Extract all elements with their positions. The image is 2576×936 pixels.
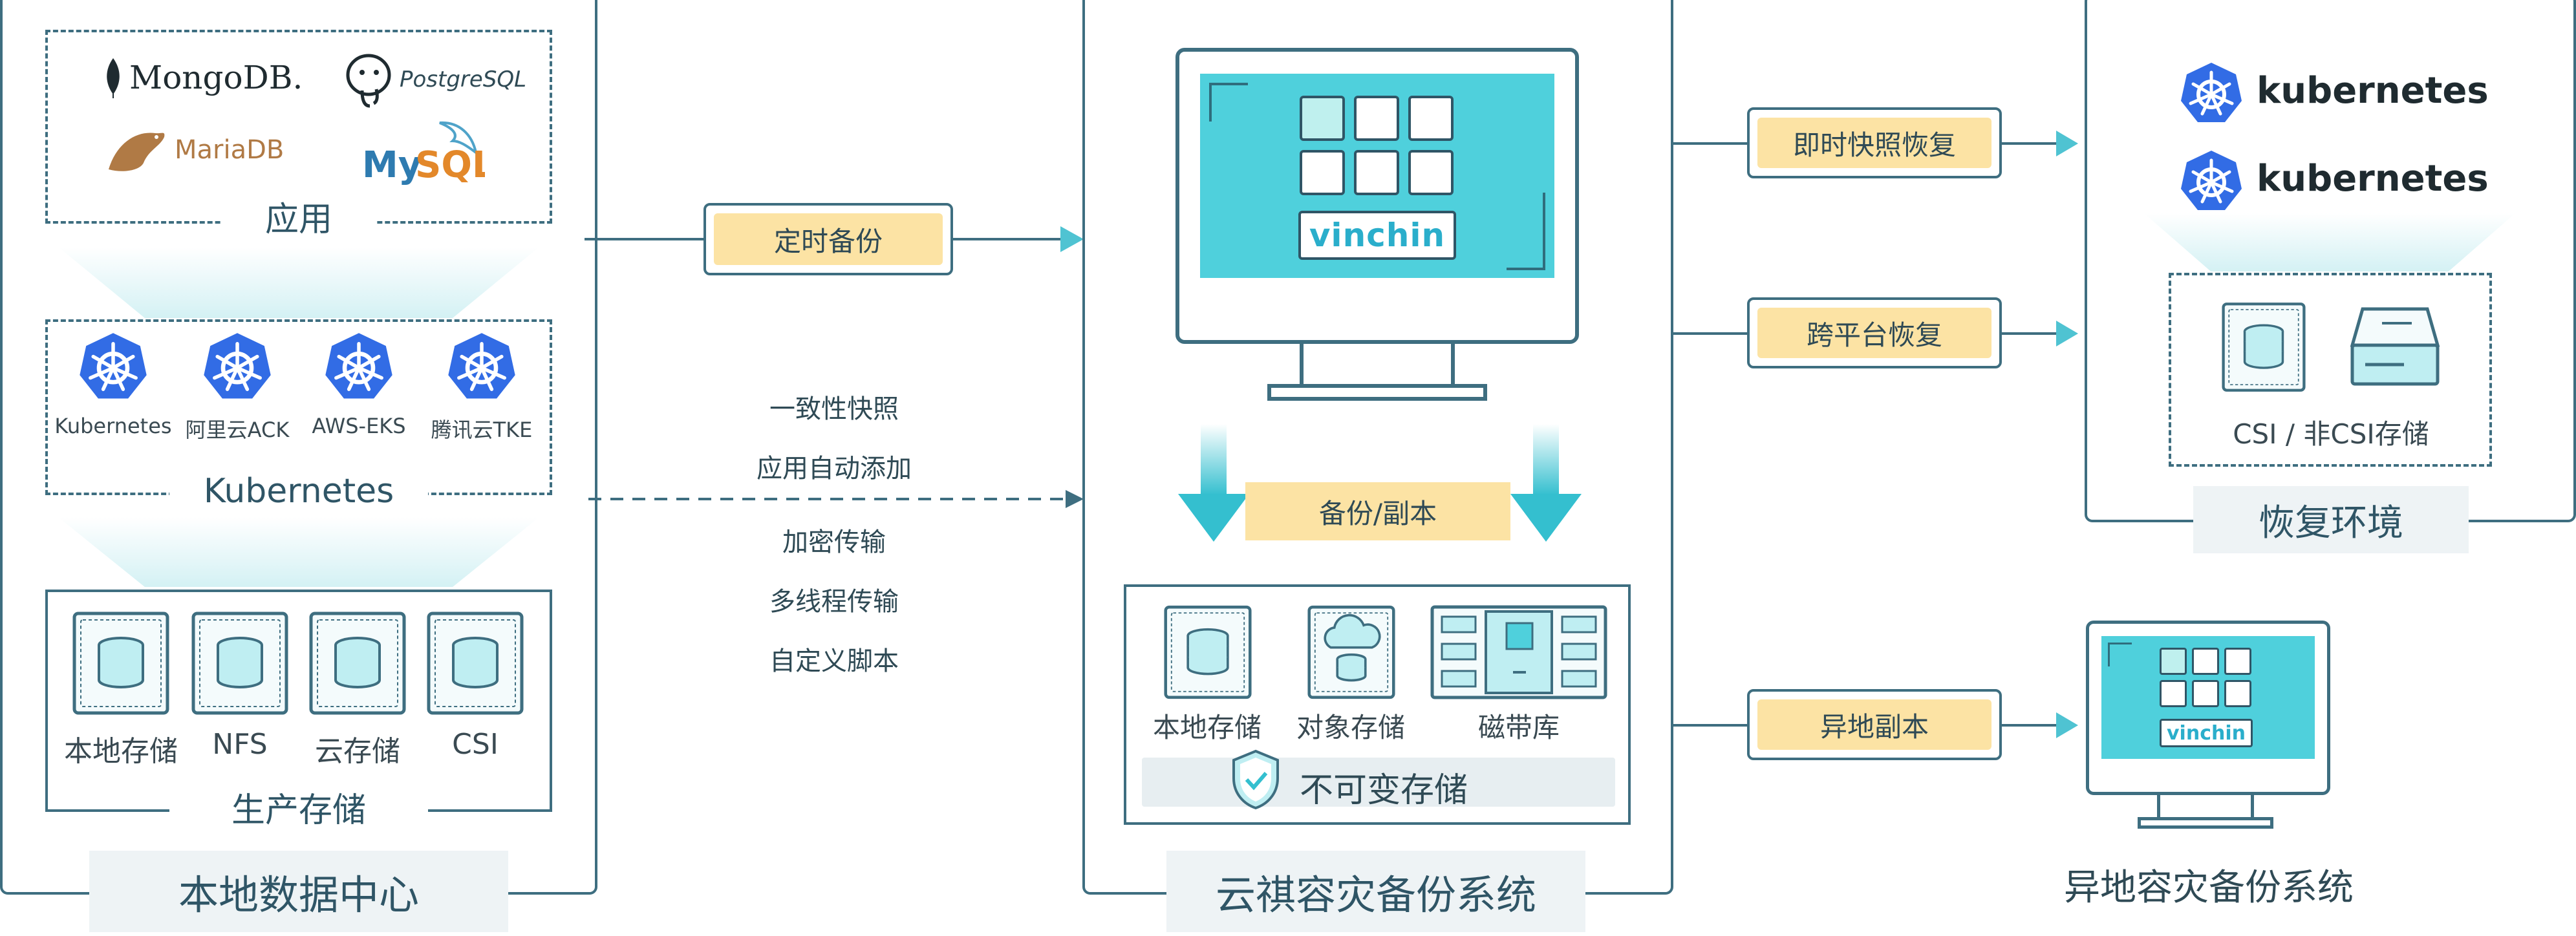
storage-cloud: 云存储 bbox=[315, 735, 400, 768]
mysql-logo: My SQL bbox=[362, 115, 495, 189]
monitor-stand-base bbox=[1267, 384, 1487, 401]
offsite-monitor-neck bbox=[2157, 794, 2254, 820]
kubernetes-label: Kubernetes bbox=[169, 465, 428, 517]
screen-corner-tl bbox=[1209, 83, 1248, 122]
feature-multithread-transfer: 多线程传输 bbox=[769, 587, 899, 617]
platform-kubernetes: Kubernetes bbox=[54, 414, 172, 438]
scheduled-backup-tag: 定时备份 bbox=[703, 203, 953, 275]
immutable-storage-label: 不可变存储 bbox=[1299, 771, 1468, 810]
restore-env-title: 恢复环境 bbox=[2193, 486, 2469, 553]
postgresql-logo: PostgreSQL bbox=[343, 50, 526, 109]
feature-custom-script: 自定义脚本 bbox=[769, 646, 899, 676]
backup-copy-label: 备份/副本 bbox=[1245, 482, 1510, 540]
monitor-stand-neck bbox=[1300, 343, 1455, 387]
database-icon bbox=[2222, 299, 2306, 396]
offsite-copy-tag: 异地副本 bbox=[1747, 689, 2002, 760]
funnel-restore bbox=[2144, 213, 2515, 271]
offsite-screen-corner bbox=[2108, 643, 2132, 666]
storage-local: 本地存储 bbox=[64, 735, 178, 768]
backup-system-title: 云祺容灾备份系统 bbox=[1166, 851, 1585, 932]
cross-platform-restore-tag: 跨平台恢复 bbox=[1747, 297, 2002, 368]
instant-restore-tag: 即时快照恢复 bbox=[1747, 107, 2002, 178]
local-datacenter-title: 本地数据中心 bbox=[89, 851, 508, 932]
app-tile-grid bbox=[1300, 96, 1455, 195]
vinchin-logo: vinchin bbox=[1298, 211, 1456, 260]
feature-consistent-snapshot: 一致性快照 bbox=[769, 394, 899, 424]
offsite-monitor-base bbox=[2138, 817, 2273, 829]
apps-label: 应用 bbox=[221, 194, 376, 246]
svg-text:My: My bbox=[362, 144, 422, 186]
production-storage-label: 生产存储 bbox=[169, 785, 428, 836]
mongodb-text: MongoDB. bbox=[129, 59, 303, 96]
backup-storage-tape: 磁带库 bbox=[1477, 712, 1560, 743]
svg-text:SQL: SQL bbox=[415, 144, 485, 186]
down-arrow-right bbox=[1510, 424, 1582, 542]
csi-storage-label: CSI / 非CSI存储 bbox=[2233, 418, 2429, 450]
down-arrow-left bbox=[1178, 424, 1249, 542]
apps-box bbox=[45, 30, 552, 224]
storage-csi: CSI bbox=[452, 728, 499, 761]
offsite-app-tile-grid bbox=[2160, 648, 2251, 707]
offsite-vinchin-logo: vinchin bbox=[2160, 719, 2253, 747]
platform-aliyun-ack: 阿里云ACK bbox=[185, 418, 290, 442]
tape-library-icon bbox=[1430, 605, 1607, 699]
feature-encrypted-transfer: 加密传输 bbox=[782, 527, 886, 557]
backup-storage-object: 对象存储 bbox=[1296, 712, 1405, 743]
feature-auto-add-app: 应用自动添加 bbox=[757, 454, 912, 484]
mariadb-text: MariaDB bbox=[175, 135, 284, 165]
immutable-storage-bar bbox=[1142, 758, 1615, 807]
screen-corner-br bbox=[1507, 193, 1545, 270]
postgresql-text: PostgreSQL bbox=[400, 67, 527, 92]
platform-tencent-tke: 腾讯云TKE bbox=[431, 418, 533, 442]
funnel-kubernetes bbox=[58, 517, 539, 587]
kubernetes-logo-text-1: kubernetes bbox=[2257, 70, 2489, 112]
storage-nfs: NFS bbox=[212, 728, 268, 761]
cloud-storage-icon bbox=[1307, 605, 1395, 699]
kubernetes-icon bbox=[2179, 61, 2244, 125]
mariadb-logo: MariaDB bbox=[103, 124, 284, 176]
funnel-apps bbox=[58, 247, 539, 318]
database-icon bbox=[1164, 604, 1252, 701]
kubernetes-logo-text-2: kubernetes bbox=[2257, 158, 2489, 200]
kubernetes-icon bbox=[2179, 149, 2244, 213]
offsite-system-title: 异地容灾备份系统 bbox=[2064, 867, 2354, 909]
server-icon bbox=[2350, 307, 2440, 386]
backup-storage-local: 本地存储 bbox=[1152, 712, 1261, 743]
shield-check-icon bbox=[1232, 749, 1279, 810]
mongodb-logo: MongoDB. bbox=[103, 57, 303, 98]
platform-aws-eks: AWS-EKS bbox=[312, 414, 406, 438]
